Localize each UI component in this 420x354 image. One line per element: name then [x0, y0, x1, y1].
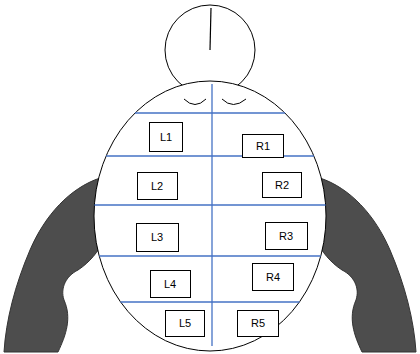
grid-line: [211, 84, 212, 346]
head-line: [210, 8, 211, 50]
region-box: R3: [265, 222, 308, 250]
grid-line: [94, 204, 325, 205]
right-eye: [222, 99, 246, 105]
region-label: R2: [275, 179, 289, 191]
left-eye: [184, 99, 206, 105]
body-shell: [94, 81, 326, 351]
region-box: R4: [252, 263, 294, 291]
region-label: R5: [251, 317, 265, 329]
shell-grid: [94, 84, 325, 346]
right-flipper: [316, 178, 416, 352]
region-label: R1: [256, 140, 270, 152]
region-label: L1: [160, 131, 172, 143]
region-label: L5: [179, 317, 191, 329]
left-flipper: [4, 178, 104, 352]
region-box: L3: [136, 223, 179, 252]
region-box: R2: [262, 172, 302, 198]
grid-line: [99, 255, 321, 256]
grid-line: [121, 301, 300, 302]
region-box: L2: [137, 172, 178, 200]
region-box: L4: [150, 270, 191, 298]
region-label: L3: [151, 231, 163, 243]
region-box: L1: [149, 122, 183, 152]
region-label: L4: [164, 278, 176, 290]
region-label: L2: [151, 180, 163, 192]
region-box: L5: [165, 310, 205, 337]
grid-line: [135, 112, 285, 113]
region-box: R1: [242, 134, 284, 158]
region-label: R4: [266, 271, 280, 283]
region-label: R3: [279, 230, 293, 242]
region-box: R5: [237, 310, 279, 337]
